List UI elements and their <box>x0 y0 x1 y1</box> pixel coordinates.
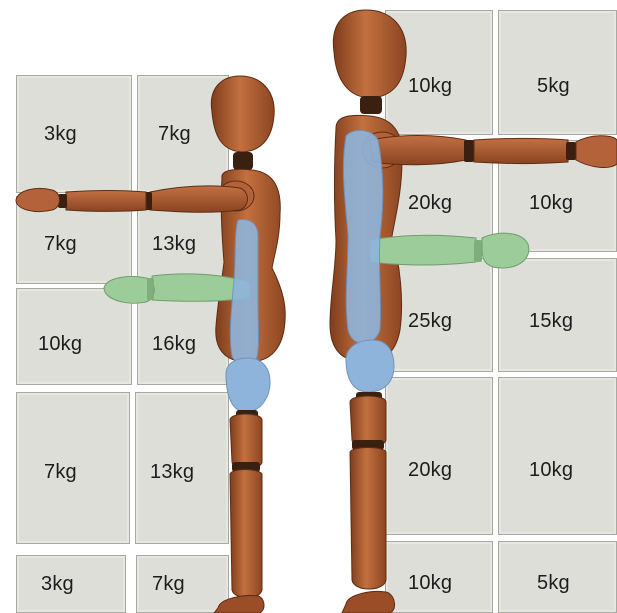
weight-label: 10kg <box>408 572 452 595</box>
left-mannequin-neck <box>233 152 253 170</box>
left-cell-r4-outer: 7kg <box>16 392 130 544</box>
left-cell-r3-inner: 16kg <box>137 288 229 385</box>
left-mannequin-knee <box>232 462 260 472</box>
right-cell-r1-outer: 5kg <box>498 10 617 135</box>
left-cell-r1-inner: 7kg <box>137 75 229 193</box>
weight-label: 10kg <box>529 192 573 215</box>
right-cell-r3-outer: 15kg <box>498 258 617 372</box>
right-mannequin-spine-highlight <box>343 130 382 343</box>
left-mannequin-spine-highlight <box>230 220 258 365</box>
weight-label: 16kg <box>152 333 196 356</box>
weight-label: 7kg <box>44 461 77 484</box>
left-mannequin-thigh <box>230 414 262 468</box>
weight-label: 10kg <box>408 75 452 98</box>
right-cell-r4-inner: 20kg <box>385 377 493 535</box>
left-mannequin-pelvis-highlight <box>226 358 270 412</box>
weight-label: 3kg <box>44 123 77 146</box>
left-cell-r2-outer: 7kg <box>16 196 132 284</box>
left-cell-r5-outer: 3kg <box>16 555 126 613</box>
weight-label: 5kg <box>537 572 570 595</box>
right-cell-r3-inner: 25kg <box>385 258 493 372</box>
left-cell-r5-inner: 7kg <box>136 555 229 613</box>
weight-label: 10kg <box>529 459 573 482</box>
weight-label: 15kg <box>529 310 573 333</box>
right-mannequin-knee <box>352 440 384 450</box>
left-cell-r1-outer: 3kg <box>16 75 132 193</box>
right-mannequin-thigh <box>350 396 386 446</box>
right-cell-r2-inner: 20kg <box>385 140 493 252</box>
right-mannequin-hip-joint <box>356 392 382 402</box>
right-cell-r1-inner: 10kg <box>385 10 493 135</box>
right-mannequin-neck <box>360 96 382 114</box>
left-mannequin-shin <box>230 470 262 598</box>
right-cell-r4-outer: 10kg <box>498 377 617 535</box>
weight-label: 7kg <box>44 233 77 256</box>
left-cell-r3-outer: 10kg <box>16 288 132 385</box>
weight-label: 20kg <box>408 192 452 215</box>
left-cell-r4-inner: 13kg <box>135 392 229 544</box>
weight-label: 20kg <box>408 459 452 482</box>
weight-label: 25kg <box>408 310 452 333</box>
weight-label: 13kg <box>152 233 196 256</box>
right-cell-r2-outer: 10kg <box>498 140 617 252</box>
right-cell-r5-inner: 10kg <box>385 541 493 613</box>
weight-label: 7kg <box>152 573 185 596</box>
right-mannequin-shin <box>350 448 386 590</box>
left-cell-r2-inner: 13kg <box>137 196 229 284</box>
right-cell-r5-outer: 5kg <box>498 541 617 613</box>
left-mannequin-hip-joint <box>236 410 258 420</box>
weight-label: 10kg <box>38 333 82 356</box>
weight-label: 13kg <box>150 461 194 484</box>
weight-label: 3kg <box>41 573 74 596</box>
weight-label: 7kg <box>158 123 191 146</box>
weight-label: 5kg <box>537 75 570 98</box>
